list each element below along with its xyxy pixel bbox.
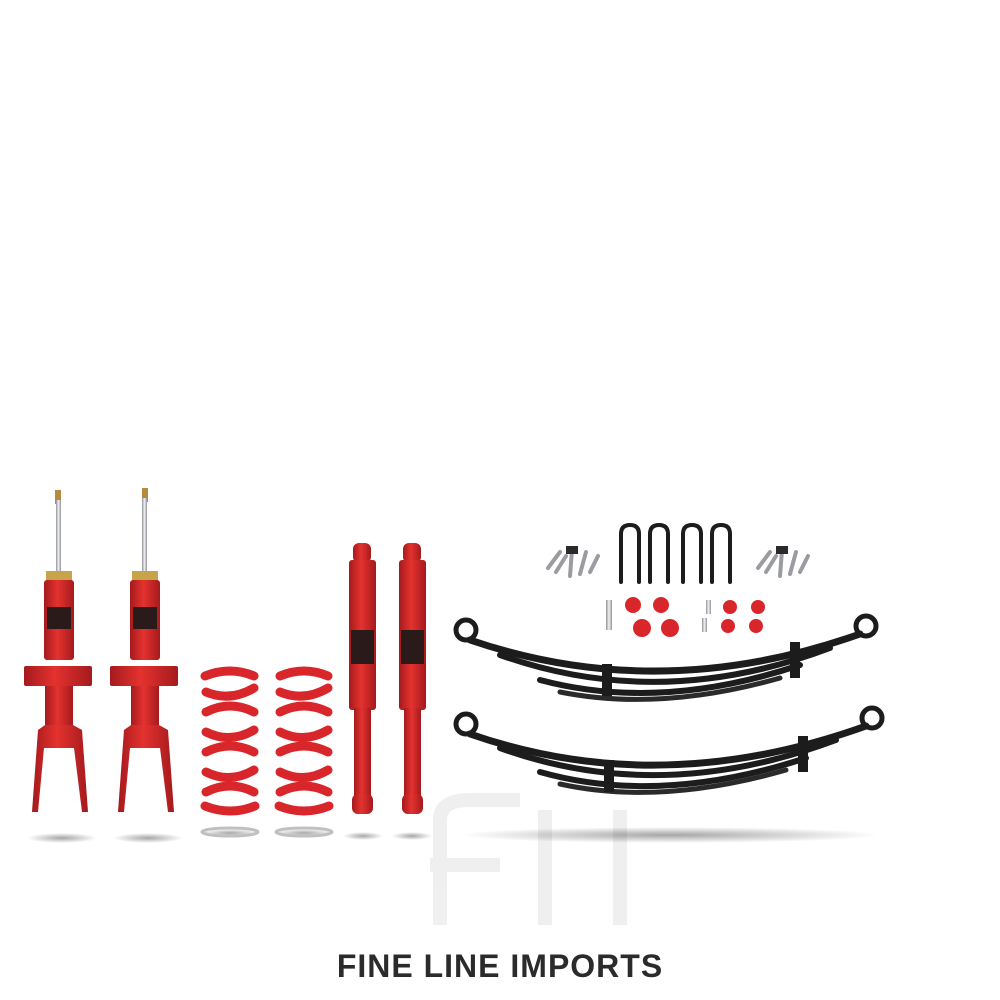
rear-shock-right [399, 543, 426, 814]
front-strut-right [110, 488, 178, 812]
hardware-bolts-left [546, 546, 600, 578]
coil-spring-right-ring [274, 826, 334, 838]
u-bolt-set [619, 522, 732, 584]
leaf-spring-top [453, 613, 879, 702]
bushings-set [606, 597, 765, 637]
rear-shock-left [349, 543, 376, 814]
coil-spring-left [200, 666, 260, 816]
coil-spring-left-ring [200, 826, 260, 838]
coil-spring-right [274, 666, 334, 816]
watermark-logo [430, 793, 627, 925]
hardware-bolts-right [756, 546, 810, 578]
leaf-spring-bottom [453, 705, 885, 795]
front-strut-left [24, 490, 92, 812]
brand-name: FINE LINE IMPORTS [336, 948, 664, 984]
floor-shadows [27, 827, 880, 843]
